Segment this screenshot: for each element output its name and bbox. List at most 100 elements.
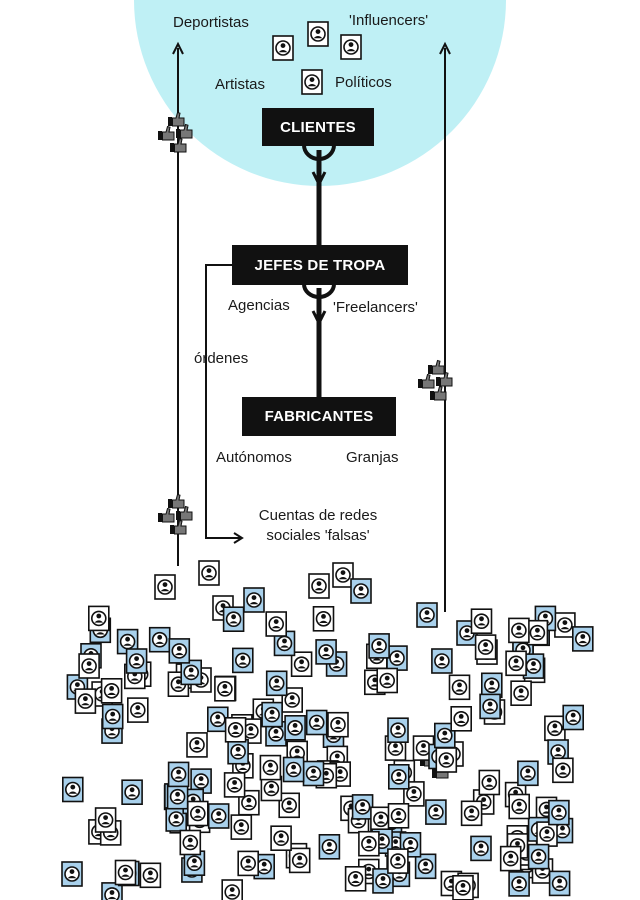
real-account-icon: [544, 715, 566, 742]
real-account-icon: [460, 800, 483, 827]
fake-account-icon: [305, 709, 328, 736]
fake-account-icon: [232, 647, 254, 674]
fake-account-icon: [121, 779, 143, 806]
real-account-icon: [452, 874, 474, 900]
fake-account-icon: [282, 756, 305, 783]
real-account-icon: [94, 807, 117, 833]
fake-account-icon: [517, 760, 539, 787]
real-account-icon: [478, 769, 501, 796]
client-icon: [272, 35, 294, 61]
real-account-icon: [78, 653, 100, 679]
fake-account-icon: [508, 871, 530, 897]
arrow-head-icon: [311, 171, 327, 188]
real-account-icon: [186, 732, 208, 758]
fake-accounts-label: Cuentas de redes sociales 'falsas': [248, 506, 388, 546]
arrow-head-icon: [172, 41, 184, 55]
arrow-head-icon: [311, 310, 327, 327]
fake-account-icon: [386, 645, 408, 671]
fake-account-icon: [302, 760, 325, 787]
fake-account-icon: [61, 776, 84, 803]
fake-account-icon: [168, 638, 191, 664]
real-account-icon: [223, 772, 246, 798]
fake-account-icon: [571, 626, 594, 652]
real-account-icon: [474, 634, 497, 660]
real-account-icon: [358, 830, 380, 857]
fake-accounts-line2: sociales 'falsas': [266, 527, 370, 544]
like-cluster-icon: [418, 361, 452, 401]
clients-box: CLIENTES: [262, 108, 374, 146]
real-account-icon: [387, 848, 409, 874]
real-account-icon: [127, 697, 149, 723]
real-account-icon: [88, 605, 110, 632]
makers-box: FABRICANTES: [242, 397, 396, 436]
orders-line: [205, 264, 240, 539]
managers-loop: [302, 283, 336, 299]
real-account-icon: [327, 711, 349, 738]
real-account-icon: [505, 650, 527, 677]
real-account-icon: [221, 879, 243, 900]
real-account-icon: [114, 859, 137, 886]
real-account-icon: [265, 611, 288, 637]
fake-account-icon: [284, 714, 306, 741]
real-account-icon: [332, 562, 354, 588]
real-account-icon: [278, 792, 301, 819]
fake-account-icon: [431, 648, 453, 674]
fake-account-icon: [414, 853, 437, 880]
label-agencias: Agencias: [228, 297, 290, 314]
real-account-icon: [198, 560, 220, 586]
accounts-crowd: [61, 560, 594, 900]
real-account-icon: [470, 608, 493, 635]
client-icon: [301, 69, 323, 95]
fake-account-icon: [166, 783, 189, 810]
fake-account-icon: [261, 701, 283, 728]
fake-account-icon: [207, 706, 229, 733]
label-freelancers: 'Freelancers': [333, 299, 418, 316]
real-account-icon: [100, 677, 123, 704]
real-account-icon: [526, 619, 549, 646]
fake-account-icon: [167, 761, 190, 788]
like-cluster-icon: [158, 495, 192, 535]
real-account-icon: [187, 800, 209, 827]
fake-account-icon: [387, 717, 409, 744]
fake-account-icon: [350, 578, 372, 604]
fake-account-icon: [368, 633, 390, 659]
fake-account-icon: [207, 803, 230, 829]
real-account-icon: [179, 829, 202, 856]
fake-account-icon: [387, 763, 410, 790]
real-account-icon: [554, 612, 576, 638]
real-account-icon: [214, 675, 236, 702]
fake-account-icon: [351, 794, 374, 820]
real-account-icon: [508, 617, 530, 644]
label-ordenes: órdenes: [194, 350, 249, 367]
arrow-head-icon: [233, 532, 244, 544]
arrow-head-icon: [439, 41, 451, 55]
fake-account-icon: [548, 799, 570, 826]
client-icon: [307, 21, 329, 47]
fake-account-icon: [562, 704, 585, 731]
fake-account-icon: [425, 799, 447, 825]
label-autonomos: Autónomos: [216, 449, 292, 466]
fake-account-icon: [125, 648, 148, 674]
real-account-icon: [508, 793, 531, 820]
real-account-icon: [308, 573, 330, 599]
fake-account-icon: [148, 626, 171, 653]
label-artistas: Artistas: [215, 76, 266, 93]
real-account-icon: [450, 705, 473, 732]
fake-account-icon: [243, 587, 265, 613]
label-influencers: 'Influencers': [349, 12, 429, 29]
managers-box: JEFES DE TROPA: [232, 245, 408, 285]
real-account-icon: [139, 862, 162, 889]
fake-account-icon: [318, 833, 341, 860]
real-account-icon: [448, 674, 471, 701]
real-account-icon: [552, 757, 574, 784]
real-account-icon: [259, 754, 282, 781]
real-account-icon: [74, 688, 97, 714]
real-account-icon: [154, 574, 176, 600]
fake-account-icon: [101, 703, 124, 730]
fake-account-icon: [479, 693, 501, 720]
fake-account-icon: [470, 835, 492, 862]
real-account-icon: [270, 825, 292, 852]
label-deportistas: Deportistas: [173, 14, 249, 31]
